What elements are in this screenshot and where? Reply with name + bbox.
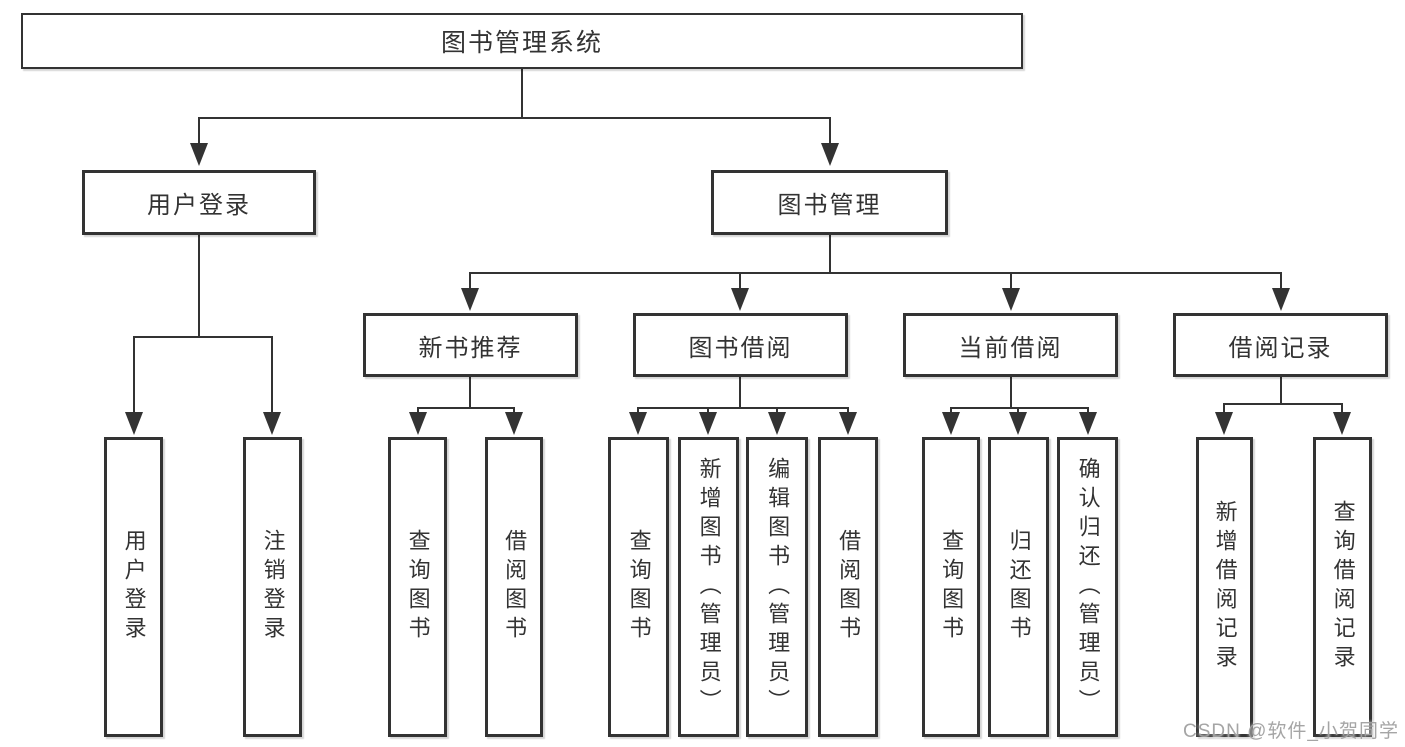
leaf-user-login: 用户登录	[104, 437, 163, 737]
node-label: 图书借阅	[688, 334, 793, 362]
leaf-label: 新增图书（管理员）	[696, 456, 722, 718]
connector-arrow-down	[409, 407, 427, 435]
connector-line	[739, 377, 741, 409]
leaf-add-books-admin: 新增图书（管理员）	[678, 437, 739, 737]
node-borrowing-records: 借阅记录	[1173, 313, 1388, 377]
connector-arrow-down	[1079, 407, 1097, 435]
node-book-borrowing: 图书借阅	[633, 313, 848, 377]
leaf-label: 查询图书	[405, 529, 431, 645]
connector-arrow-down	[505, 407, 523, 435]
connector-arrow-down	[1215, 403, 1233, 435]
node-label: 图书管理	[777, 192, 882, 219]
connector-arrow-down	[1333, 403, 1351, 435]
node-label: 用户登录	[147, 192, 251, 219]
connector-arrow-down	[942, 407, 960, 435]
connector-arrow-down	[821, 117, 839, 166]
connector-arrow-down	[263, 336, 281, 435]
leaf-query-books-borrowing: 查询图书	[608, 437, 669, 737]
leaf-borrow-books-recommend: 借阅图书	[485, 437, 543, 737]
leaf-label: 查询图书	[939, 529, 965, 645]
leaf-query-books-recommend: 查询图书	[388, 437, 447, 737]
leaf-label: 归还图书	[1006, 529, 1032, 645]
leaf-edit-books-admin: 编辑图书（管理员）	[746, 437, 808, 737]
node-new-book-recommend: 新书推荐	[363, 313, 578, 377]
connector-arrow-down	[1002, 272, 1020, 311]
connector-arrow-down	[1009, 407, 1027, 435]
leaf-confirm-return-admin: 确认归还（管理员）	[1057, 437, 1118, 737]
node-label: 图书管理系统	[440, 29, 603, 57]
connector-line	[417, 407, 515, 409]
connector-line	[469, 377, 471, 409]
leaf-add-borrow-record: 新增借阅记录	[1196, 437, 1253, 737]
node-label: 当前借阅	[958, 334, 1063, 362]
node-label: 借阅记录	[1228, 334, 1333, 362]
connector-arrow-down	[461, 272, 479, 311]
node-book-management: 图书管理	[711, 170, 948, 235]
connector-arrow-down	[629, 407, 647, 435]
leaf-label: 用户登录	[121, 529, 147, 645]
watermark: CSDN @软件_小贺同学	[1183, 721, 1399, 742]
connector-line	[1280, 377, 1282, 405]
connector-arrow-down	[731, 272, 749, 311]
leaf-query-borrow-record: 查询借阅记录	[1313, 437, 1372, 737]
connector-line	[521, 69, 523, 119]
leaf-label: 编辑图书（管理员）	[765, 456, 791, 718]
connector-arrow-down	[768, 407, 786, 435]
leaf-label: 新增借阅记录	[1212, 500, 1238, 674]
leaf-label: 注销登录	[260, 529, 286, 645]
leaf-return-books: 归还图书	[988, 437, 1049, 737]
connector-line	[198, 235, 200, 338]
leaf-logout: 注销登录	[243, 437, 302, 737]
connector-line	[1223, 403, 1343, 405]
leaf-label: 查询图书	[626, 529, 652, 645]
leaf-label: 查询借阅记录	[1330, 500, 1356, 674]
node-label: 新书推荐	[418, 334, 523, 362]
node-root-library-system: 图书管理系统	[21, 13, 1023, 69]
connector-line	[133, 336, 273, 338]
connector-line	[829, 235, 831, 274]
leaf-query-books-current: 查询图书	[922, 437, 980, 737]
connector-line	[1010, 377, 1012, 409]
connector-line	[198, 117, 831, 119]
connector-line	[950, 407, 1089, 409]
connector-arrow-down	[699, 407, 717, 435]
connector-line	[469, 272, 1282, 274]
connector-arrow-down	[190, 117, 208, 166]
leaf-label: 借阅图书	[502, 529, 528, 645]
connector-arrow-down	[125, 336, 143, 435]
node-current-borrowing: 当前借阅	[903, 313, 1118, 377]
leaf-label: 借阅图书	[836, 529, 862, 645]
leaf-borrow-books: 借阅图书	[818, 437, 878, 737]
connector-arrow-down	[1272, 272, 1290, 311]
node-user-login: 用户登录	[82, 170, 316, 235]
connector-line	[637, 407, 849, 409]
leaf-label: 确认归还（管理员）	[1075, 456, 1101, 718]
connector-arrow-down	[839, 407, 857, 435]
